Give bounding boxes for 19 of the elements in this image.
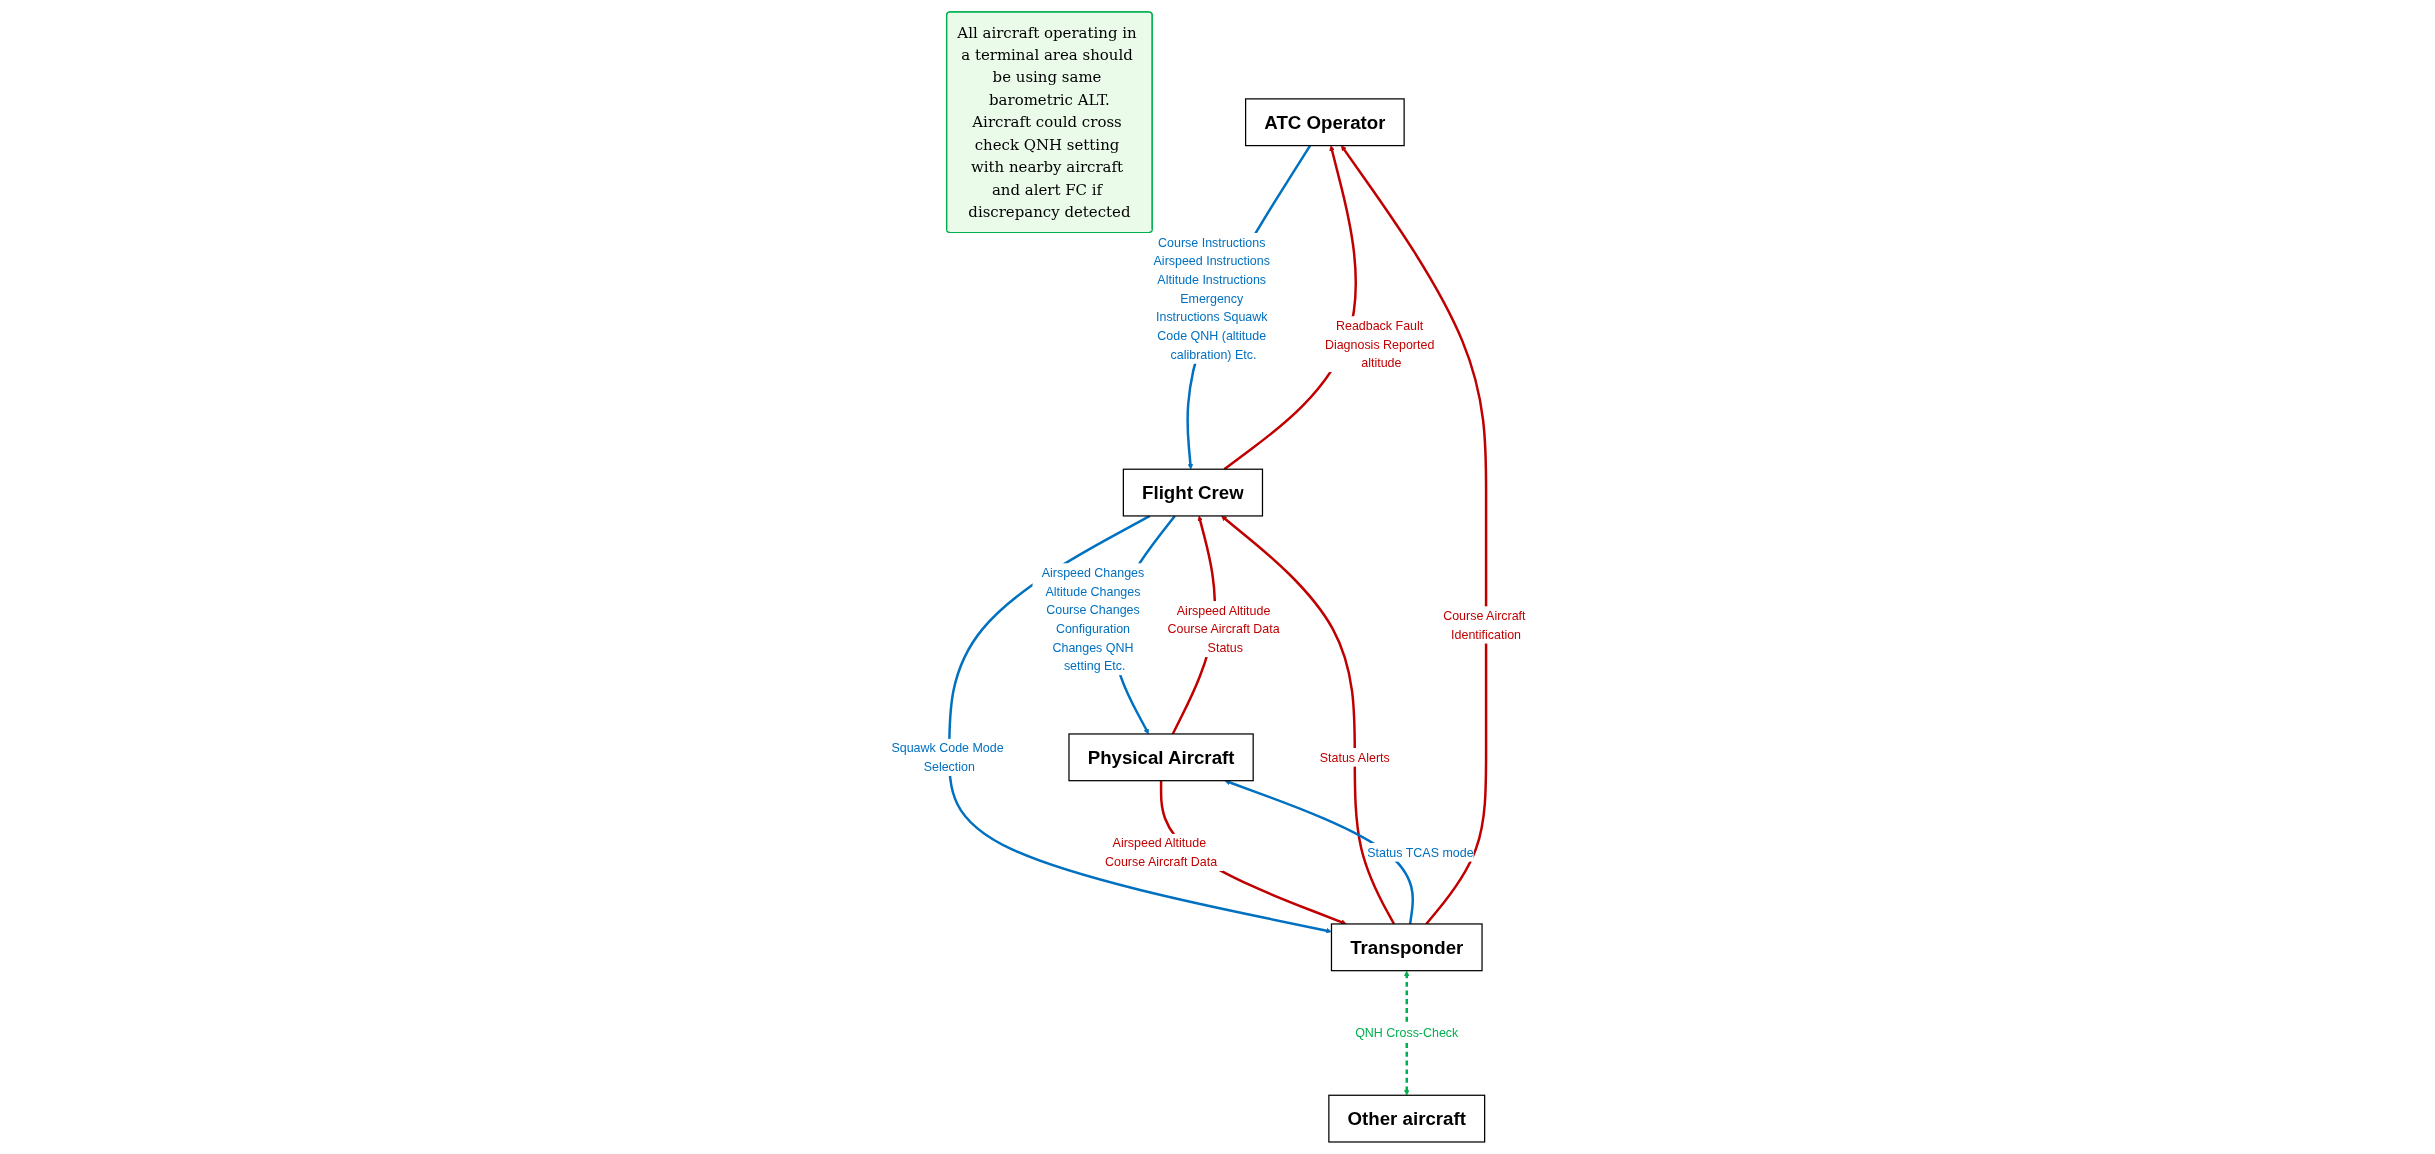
edge-label: Readback Fault Diagnosis Reported altitude <box>1324 318 1435 370</box>
edge-label: Airspeed Changes Altitude Changes Course Changes Configuration Changes QNH setting Etc. <box>1041 565 1145 673</box>
edge-label: Status TCAS mode <box>1367 845 1474 860</box>
node-box: ATC Operator <box>1244 98 1405 147</box>
edge-label: Squawk Code Mode Selection <box>891 741 1004 774</box>
edge-label: QNH Cross-Check <box>1355 1026 1459 1040</box>
arrow <box>1340 145 1488 925</box>
node-box: Physical Aircraft <box>1068 733 1254 782</box>
node-box: Flight Crew <box>1122 468 1263 517</box>
arrow <box>1221 515 1395 925</box>
edge-label: Airspeed Altitude Course Aircraft Data <box>1104 836 1217 869</box>
edge-label: Airspeed Altitude Course Aircraft Data Status <box>1167 603 1280 655</box>
edge-label: Course Instructions Airspeed Instructions Altitude Instructions Emergency Instructions Squawk Code QNH (altitude calibration) Etc. <box>1153 235 1270 362</box>
arrow <box>1224 779 1414 925</box>
edge-label: Course Aircraft Identification <box>1442 608 1526 642</box>
node-box: Transponder <box>1330 923 1483 972</box>
node-box: Other aircraft <box>1328 1094 1486 1143</box>
edge-label: Status Alerts <box>1319 750 1390 765</box>
arrow <box>1403 970 1410 1096</box>
